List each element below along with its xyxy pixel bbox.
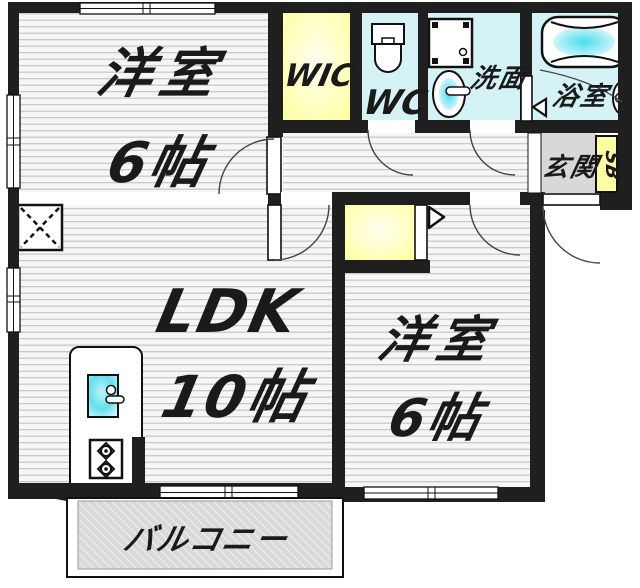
front-door	[542, 193, 601, 206]
bedroom-left-top-window	[79, 2, 216, 15]
windows	[6, 2, 499, 500]
bathroom-door	[520, 75, 533, 122]
bedroom-left-side-window	[6, 94, 21, 189]
wall-entrance-top	[515, 120, 632, 133]
door-arc	[367, 129, 414, 176]
wc-label: WC	[360, 83, 431, 123]
bathtub-icon	[540, 15, 629, 69]
stove-icon	[88, 438, 124, 480]
bedroom-left-door	[266, 136, 282, 195]
bedroom-left-floor	[19, 13, 268, 192]
wall	[268, 192, 282, 205]
bedroom-right-window	[363, 486, 499, 500]
balcony	[66, 497, 344, 578]
door-arc	[469, 204, 521, 256]
bedroom-left-size: 6帖	[102, 131, 221, 196]
doors	[218, 69, 623, 264]
ldk-size: 10帖	[156, 364, 321, 431]
bedroom-right-door-opening	[470, 192, 520, 205]
bedroom-right-size: 6帖	[383, 389, 493, 449]
ldk-door-opening	[281, 192, 332, 205]
bathroom-label: 浴室	[550, 82, 614, 112]
closet-floor	[345, 205, 415, 260]
wall	[520, 192, 545, 205]
balcony-label: バルコニー	[120, 522, 292, 558]
ldk-name: LDK	[151, 278, 308, 347]
wall-ldk-bedroom-divider	[332, 192, 345, 487]
wall	[415, 120, 470, 133]
door-swing-marker	[427, 205, 446, 230]
shoebox-label: SB	[601, 149, 624, 182]
door-arc	[218, 138, 275, 195]
wall-wic-wc	[350, 2, 362, 133]
wall-bedroom-left-east	[268, 2, 283, 137]
toilet-icon	[371, 23, 405, 73]
wall-kitchen-stub	[132, 437, 145, 490]
hallway-floor	[283, 133, 528, 192]
entrance-floor	[541, 133, 596, 193]
door-arc	[469, 129, 516, 176]
balcony-deck	[77, 500, 333, 570]
wall-left	[8, 2, 19, 499]
kitchen-counter-icon	[69, 346, 143, 493]
ldk-side-window	[6, 267, 21, 333]
wall-balcony-connector	[19, 489, 69, 502]
wall-top	[8, 2, 632, 13]
washing-machine-icon	[427, 17, 474, 69]
door-arc	[542, 205, 601, 264]
washbasin-icon	[432, 70, 471, 118]
shoebox-floor	[595, 135, 618, 193]
door-arc	[273, 204, 330, 261]
ldk-door	[267, 204, 282, 261]
closet-door	[414, 204, 428, 261]
door-swing-marker	[530, 97, 548, 119]
fixtures	[16, 15, 632, 493]
entrance-label: 玄関	[540, 153, 604, 183]
door-arc	[539, 69, 623, 103]
wall-hallway-south	[332, 192, 470, 205]
wall-right-lower	[530, 192, 545, 502]
fridge-space-icon	[16, 203, 64, 252]
wic-floor	[283, 13, 350, 120]
wall-under-wic	[283, 120, 368, 133]
wall-right-upper	[618, 2, 632, 210]
wic-label: WIC	[281, 58, 357, 94]
bedroom-right-name: 洋室	[373, 311, 501, 369]
bedroom-left-name: 洋室	[92, 42, 230, 105]
washroom-label: 洗面	[468, 64, 533, 94]
wall-closet-bottom	[332, 260, 430, 273]
wall-wc-washroom	[418, 2, 428, 133]
entrance-step	[527, 132, 542, 194]
labels: 洋室 6帖 LDK 10帖 洋室 6帖 WIC WC 洗面 浴室 玄関 SB バ…	[92, 42, 624, 558]
